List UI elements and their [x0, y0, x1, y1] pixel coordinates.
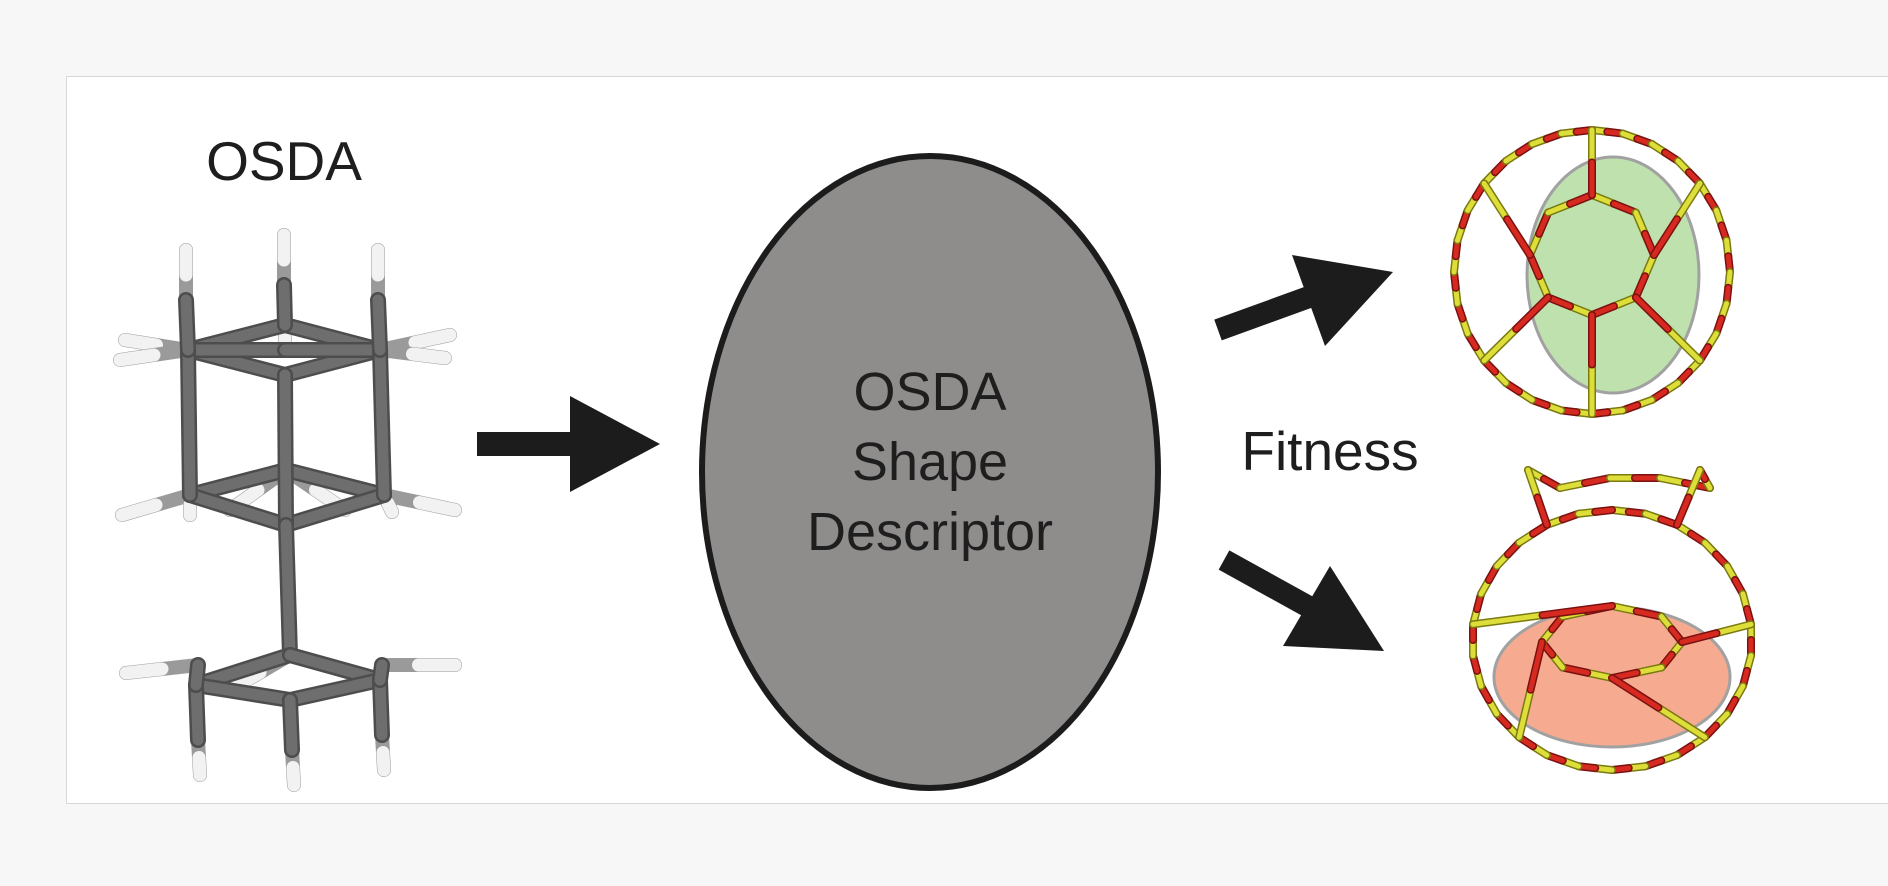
- zeolite-cage-poor-fit-icon: [1469, 466, 1755, 774]
- zeolite-cage-good-fit-icon: [1450, 126, 1734, 418]
- descriptor-line-2: Shape: [852, 432, 1008, 492]
- osda-title: OSDA: [206, 130, 362, 192]
- fitness-label: Fitness: [1241, 420, 1418, 482]
- osda-molecule-icon: [113, 228, 462, 792]
- arrow-down-right-icon: [1218, 550, 1384, 651]
- descriptor-line-1: OSDA: [853, 362, 1006, 422]
- shape-descriptor-ellipse: [699, 153, 1161, 791]
- arrow-right-icon: [477, 396, 660, 492]
- arrow-up-right-icon: [1214, 255, 1393, 346]
- descriptor-line-3: Descriptor: [807, 502, 1053, 562]
